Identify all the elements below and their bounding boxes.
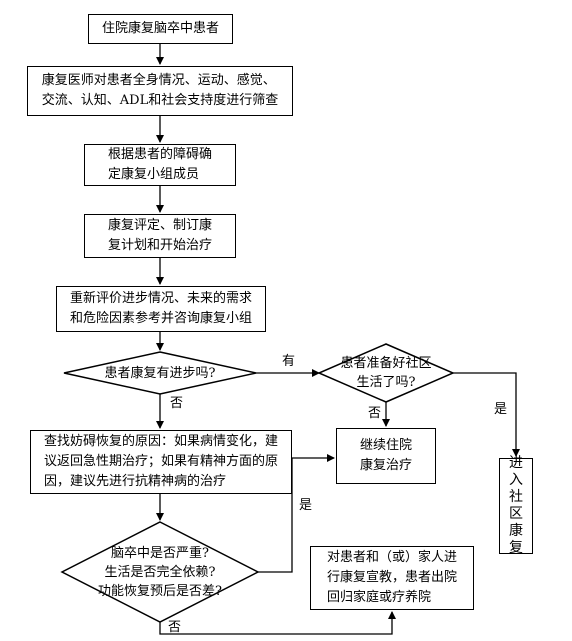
screening-line-2: 交流、认知、ADL和社会支持度进行筛查	[41, 93, 279, 108]
education-box: 对患者和（或）家人进 行康复宣教，患者出院 回归家庭或疗养院	[310, 546, 474, 610]
progress-no-label: 否	[170, 396, 184, 411]
community-box: 进入社区康复	[499, 455, 533, 556]
continue-line-2: 康复治疗	[359, 458, 412, 473]
severity-decision-diamond	[60, 521, 260, 623]
progress-question: 患者康复有进步吗?	[84, 364, 236, 383]
education-line-1: 对患者和（或）家人进	[326, 550, 457, 565]
start-box: 住院康复脑卒中患者	[88, 14, 233, 44]
screening-box: 康复医师对患者全身情况、运动、感觉、 交流、认知、ADL和社会支持度进行筛查	[27, 66, 293, 116]
team-line-2: 定康复小组成员	[107, 167, 199, 182]
plan-line-2: 复计划和开始治疗	[107, 238, 212, 253]
plan-box: 康复评定、制订康 复计划和开始治疗	[84, 214, 236, 258]
find-cause-box: 查找妨碍恢复的原因：如果病情变化，建 议返回急性期治疗；如果有精神方面的原 因，…	[30, 430, 292, 494]
education-line-3: 回归家庭或疗养院	[326, 590, 431, 605]
education-line-2: 行康复宣教，患者出院	[326, 570, 457, 585]
arrow-severity-no	[159, 611, 396, 635]
arrow-ready-yes	[453, 372, 520, 457]
arrow-severity-yes	[258, 454, 335, 573]
find-cause-line-1: 查找妨碍恢复的原因：如果病情变化，建	[43, 434, 278, 449]
severity-question: 脑卒中是否严重? 生活是否完全依赖? 功能恢复预后是否差?	[92, 543, 228, 601]
severity-line-3: 功能恢复预后是否差?	[98, 583, 222, 599]
team-line-1: 根据患者的障碍确	[107, 147, 212, 162]
plan-line-1: 康复评定、制订康	[107, 218, 212, 233]
reassess-line-2: 和危险因素参考并咨询康复小组	[69, 311, 252, 326]
severity-no-label: 否	[168, 620, 182, 635]
community-ready-line-2: 生活了吗?	[356, 375, 416, 390]
find-cause-line-3: 因，建议先进行抗精神病的治疗	[43, 474, 226, 489]
reassess-box: 重新评价进步情况、未来的需求 和危险因素参考并咨询康复小组	[56, 286, 266, 332]
team-box: 根据患者的障碍确 定康复小组成员	[84, 144, 236, 186]
progress-yes-label: 有	[282, 354, 296, 369]
reassess-line-1: 重新评价进步情况、未来的需求	[69, 291, 252, 306]
severity-yes-label: 是	[299, 498, 313, 513]
severity-line-2: 生活是否完全依赖?	[104, 564, 216, 580]
screening-line-1: 康复医师对患者全身情况、运动、感觉、	[41, 73, 276, 88]
community-ready-question: 患者准备好社区 生活了吗?	[330, 354, 442, 392]
community-ready-line-1: 患者准备好社区	[340, 356, 432, 371]
ready-yes-label: 是	[494, 402, 508, 417]
ready-no-label: 否	[368, 406, 382, 421]
community-text: 进入社区康复	[509, 455, 523, 556]
continue-box: 继续住院 康复治疗	[336, 428, 436, 484]
find-cause-line-2: 议返回急性期治疗；如果有精神方面的原	[43, 454, 278, 469]
continue-line-1: 继续住院	[359, 438, 412, 453]
severity-line-1: 脑卒中是否严重?	[111, 545, 209, 561]
start-text: 住院康复脑卒中患者	[101, 21, 219, 36]
progress-decision-diamond	[63, 351, 257, 395]
progress-question-text: 患者康复有进步吗?	[104, 366, 216, 381]
community-ready-decision-diamond	[317, 343, 455, 403]
